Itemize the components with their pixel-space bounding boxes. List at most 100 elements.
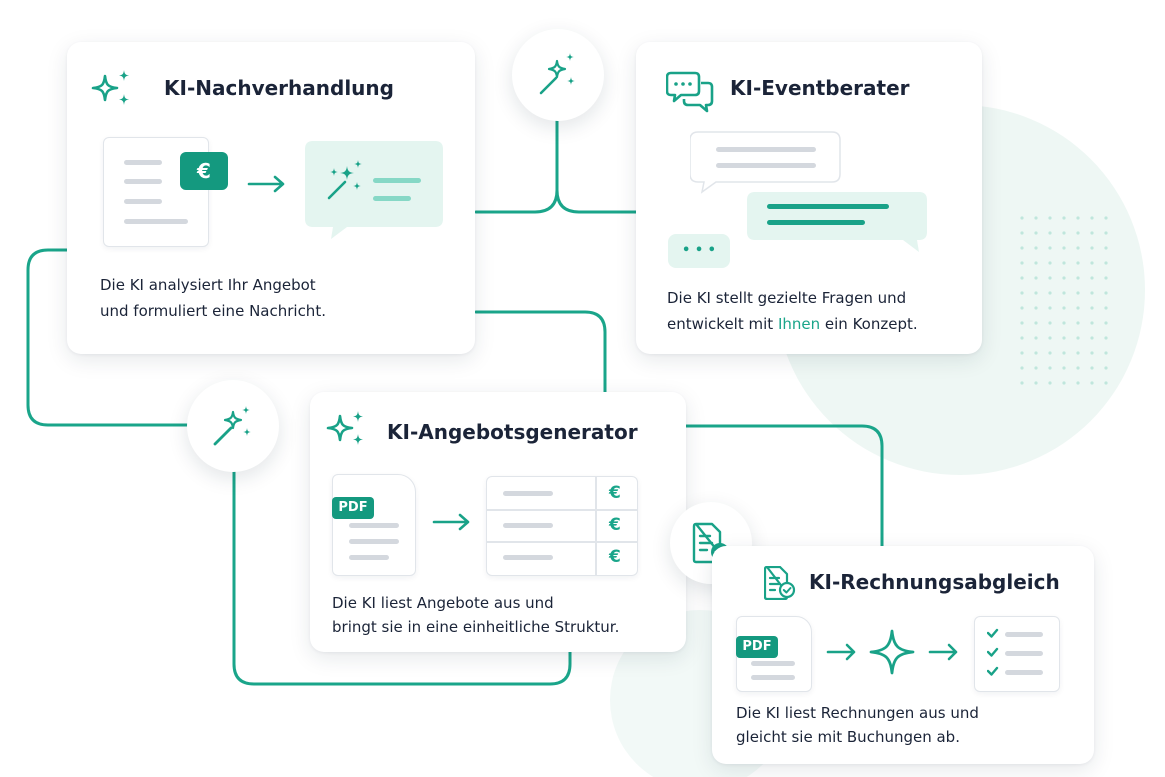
dot (1034, 336, 1038, 340)
euro-cell: € (609, 547, 621, 567)
card-title: KI-Nachverhandlung (164, 76, 394, 100)
dot (1048, 381, 1052, 385)
dot (1048, 351, 1052, 355)
dot (1090, 216, 1094, 220)
dot (1048, 366, 1052, 370)
dot (1034, 291, 1038, 295)
connector-lines (26, 118, 884, 686)
sparkles-icon (91, 70, 129, 105)
dot (1104, 366, 1108, 370)
dot (1076, 381, 1080, 385)
card-eventberater: KI-Eventberater • • • Die KI stellt gezi… (636, 42, 982, 354)
dot (1020, 366, 1024, 370)
dot (1104, 351, 1108, 355)
dot (1090, 336, 1094, 340)
card-description-line1: Die KI analysiert Ihr Angebot (100, 276, 316, 294)
card-angebotsgenerator: KI-Angebotsgenerator PDF € € € Die KI li… (310, 392, 686, 652)
card-nachverhandlung: KI-Nachverhandlung € Die KI analysiert I… (67, 42, 475, 354)
arrow-right-icon (826, 643, 856, 661)
card-title: KI-Eventberater (730, 76, 910, 100)
chat-bubbles-icon (666, 71, 714, 113)
dot (1104, 276, 1108, 280)
card-title: KI-Angebotsgenerator (387, 420, 638, 444)
dot (1104, 216, 1108, 220)
document-check-icon (764, 566, 796, 600)
pdf-document-illustration (332, 474, 416, 576)
dot (1020, 381, 1024, 385)
dot (1104, 231, 1108, 235)
sparkle-icon (869, 629, 915, 675)
checklist-icon (987, 628, 1043, 676)
dot (1062, 321, 1066, 325)
card-description-line2: bringt sie in eine einheitliche Struktur… (332, 618, 620, 636)
question-bubble (690, 131, 841, 194)
dot (1062, 351, 1066, 355)
euro-badge: € (180, 152, 228, 190)
dot (1020, 216, 1024, 220)
structured-table-illustration: € € € (486, 476, 638, 576)
dot (1020, 291, 1024, 295)
dot (1048, 246, 1052, 250)
dot (1104, 321, 1108, 325)
arrow-right-icon (928, 643, 958, 661)
dot (1090, 381, 1094, 385)
dot (1090, 306, 1094, 310)
dot (1090, 291, 1094, 295)
dot (1020, 336, 1024, 340)
euro-cell: € (609, 483, 621, 503)
dot-grid (1020, 216, 1108, 385)
dot (1062, 291, 1066, 295)
dot (1076, 291, 1080, 295)
dot (1104, 291, 1108, 295)
dot (1090, 246, 1094, 250)
connector-bubble-top (512, 29, 604, 121)
arrow-right-icon (432, 513, 470, 531)
dot (1034, 261, 1038, 265)
sparkles-icon (326, 411, 363, 445)
dot (1034, 351, 1038, 355)
pdf-badge: PDF (332, 497, 374, 519)
checklist-illustration (974, 616, 1060, 692)
dot (1062, 381, 1066, 385)
dot (1048, 231, 1052, 235)
euro-cell: € (609, 515, 621, 535)
dot (1020, 306, 1024, 310)
dot (1062, 231, 1066, 235)
card-description-line2: und formuliert eine Nachricht. (100, 302, 326, 320)
dot (1090, 366, 1094, 370)
dot (1020, 261, 1024, 265)
magic-wand-icon (213, 406, 251, 446)
dot (1034, 321, 1038, 325)
dot (1090, 276, 1094, 280)
dot (1048, 321, 1052, 325)
dot (1090, 351, 1094, 355)
dot (1076, 351, 1080, 355)
card-description-line1: Die KI liest Angebote aus und (332, 594, 554, 612)
dot (1048, 261, 1052, 265)
dot (1062, 306, 1066, 310)
dot (1104, 246, 1108, 250)
card-rechnungsabgleich: KI-Rechnungsabgleich PDF Die KI liest Re… (712, 546, 1094, 764)
dot (1076, 261, 1080, 265)
dot (1076, 321, 1080, 325)
dot (1076, 306, 1080, 310)
magic-wand-icon (539, 53, 575, 95)
dot (1104, 336, 1108, 340)
highlighted-word: Ihnen (777, 315, 821, 333)
connector-bubble-left (187, 380, 279, 472)
dot (1020, 321, 1024, 325)
dot (1034, 381, 1038, 385)
dot (1034, 216, 1038, 220)
dot (1076, 216, 1080, 220)
dot (1090, 261, 1094, 265)
dot (1020, 351, 1024, 355)
dot (1048, 291, 1052, 295)
dot (1048, 276, 1052, 280)
card-title: KI-Rechnungsabgleich (809, 570, 1060, 594)
dot (1020, 231, 1024, 235)
dot (1034, 366, 1038, 370)
dot (1076, 336, 1080, 340)
dot (1020, 276, 1024, 280)
dot (1034, 306, 1038, 310)
connector-bubble-right (670, 502, 752, 584)
